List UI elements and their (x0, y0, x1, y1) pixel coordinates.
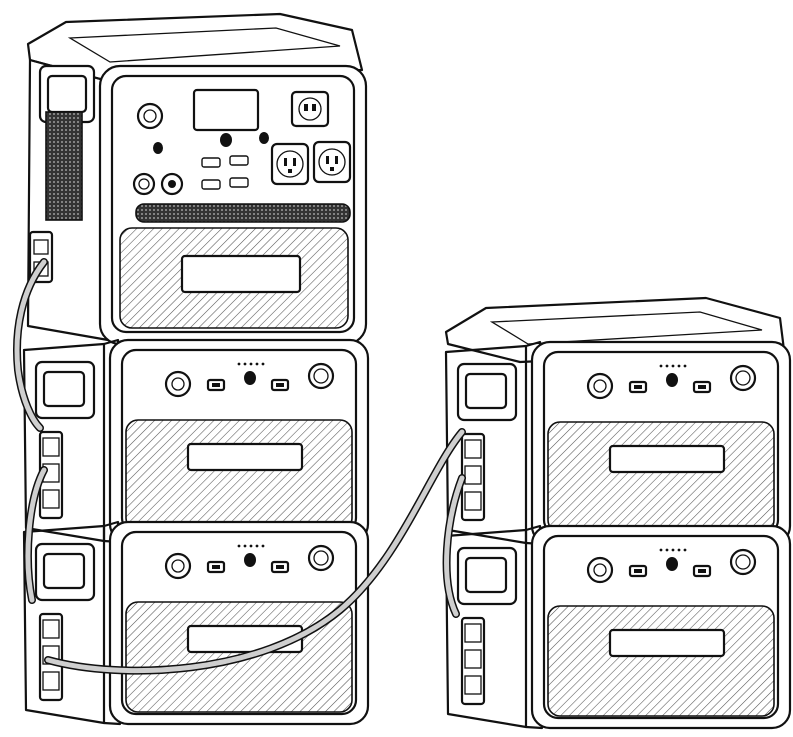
lcd-screen (192, 88, 260, 132)
label-plate (180, 254, 302, 294)
battery-unit-left-1 (22, 338, 370, 544)
usb-port-icon (201, 155, 249, 190)
power-station-unit (26, 12, 368, 346)
vent-grille-icon (45, 111, 83, 221)
power-button-icon (136, 102, 164, 130)
front-vent (135, 203, 351, 223)
ac-outlet-pair (270, 140, 352, 186)
battery-unit-right-1 (444, 340, 792, 546)
ac-outlet-icon (290, 90, 330, 128)
battery-unit-right-2 (444, 524, 792, 730)
expansion-cables (13, 258, 466, 675)
